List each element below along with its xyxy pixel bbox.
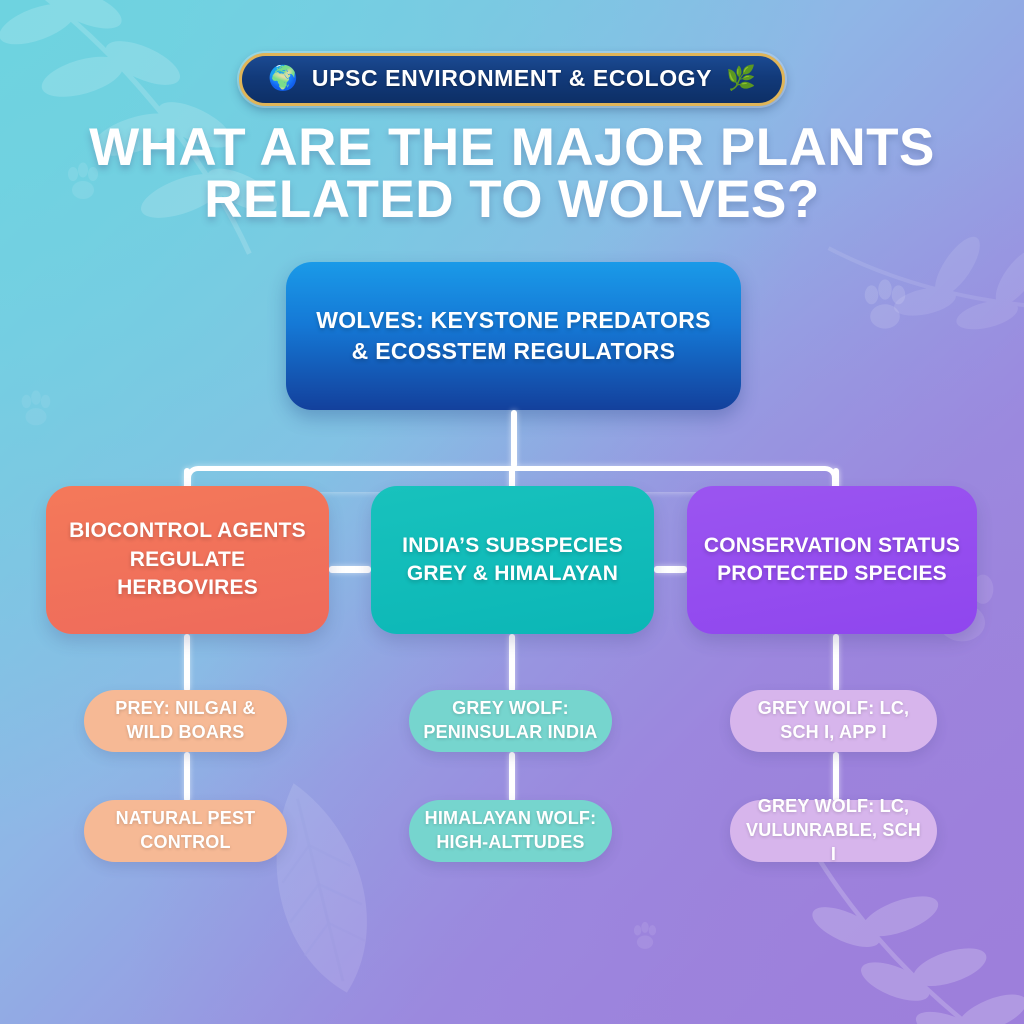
category-card-label: BIOCONTROL AGENTS REGULATE HERBOVIRES bbox=[46, 517, 329, 602]
connector-bracket-to-cat-1 bbox=[184, 468, 190, 490]
connector-cat-1-to-cat-2 bbox=[329, 566, 371, 573]
connector-leaf-1-to-leaf-2 bbox=[833, 752, 839, 802]
banner-title: UPSC ENVIRONMENT & ECOLOGY bbox=[311, 65, 713, 91]
leaf-line-1: GREY WOLF: LC, bbox=[757, 698, 910, 719]
connector-bracket-to-cat-3 bbox=[833, 468, 839, 490]
leaf-node-himalayan-wolf-range[interactable]: HIMALAYAN WOLF: HIGH-ALTTUDES bbox=[409, 800, 612, 862]
root-node-line-2: & ECOSSTEM REGULATORS bbox=[351, 338, 676, 364]
category-card-label: INDIA’S SUBSPECIES GREY & HIMALAYAN bbox=[388, 532, 637, 589]
category-line-1: BIOCONTROL AGENTS bbox=[69, 519, 306, 543]
leaf-line-2: CONTROL bbox=[140, 832, 231, 852]
leaf-node-pest-control[interactable]: NATURAL PEST CONTROL bbox=[84, 800, 287, 862]
leaf-line-1: PREY: NILGAI & bbox=[115, 698, 256, 719]
root-node-line-1: WOLVES: KEYSTONE PREDATORS bbox=[316, 307, 711, 334]
leaf-node-grey-wolf-status[interactable]: GREY WOLF: LC, SCH I, APP I bbox=[730, 690, 937, 752]
paw-print-icon bbox=[633, 921, 657, 949]
page-title-line-2: RELATED TO WOLVES? bbox=[204, 170, 820, 230]
connector-cat-2-to-leaf-1 bbox=[509, 634, 515, 692]
category-line-1: CONSERVATION STATUS bbox=[703, 533, 961, 557]
paw-print-icon bbox=[864, 279, 906, 329]
leaf-node-label: GREY WOLF: PENINSULAR INDIA bbox=[411, 697, 609, 745]
category-line-2: REGULATE HERBOVIRES bbox=[117, 547, 258, 600]
category-line-1: INDIA’S SUBSPECIES bbox=[402, 533, 623, 557]
root-node[interactable]: WOLVES: KEYSTONE PREDATORS & ECOSSTEM RE… bbox=[286, 262, 741, 410]
connector-bracket-to-cat-2 bbox=[509, 468, 515, 490]
category-line-2: GREY & HIMALAYAN bbox=[406, 562, 619, 585]
connector-leaf-1-to-leaf-2 bbox=[509, 752, 515, 802]
category-card-label: CONSERVATION STATUS PROTECTED SPECIES bbox=[690, 532, 974, 589]
connector-cat-2-to-cat-3 bbox=[654, 566, 687, 573]
leaf-line-2: PENINSULAR INDIA bbox=[423, 722, 598, 742]
page-title: WHAT ARE THE MAJOR PLANTS RELATED TO WOL… bbox=[0, 121, 1024, 230]
category-card-biocontrol[interactable]: BIOCONTROL AGENTS REGULATE HERBOVIRES bbox=[46, 486, 329, 634]
leaf-node-label: PREY: NILGAI & WILD BOARS bbox=[103, 697, 267, 745]
category-line-2: PROTECTED SPECIES bbox=[717, 562, 947, 585]
leaf-line-2: SCH I, APP I bbox=[780, 722, 887, 742]
connector-cat-3-to-leaf-1 bbox=[833, 634, 839, 692]
globe-leaf-icon: 🌿 bbox=[726, 64, 757, 92]
leaf-node-grey-wolf-range[interactable]: GREY WOLF: PENINSULAR INDIA bbox=[409, 690, 612, 752]
root-node-label: WOLVES: KEYSTONE PREDATORS & ECOSSTEM RE… bbox=[316, 305, 711, 366]
leaf-node-prey[interactable]: PREY: NILGAI & WILD BOARS bbox=[84, 690, 287, 752]
leaf-line-1: NATURAL PEST bbox=[115, 808, 256, 829]
connector-cat-1-to-leaf-1 bbox=[184, 634, 190, 692]
connector-leaf-1-to-leaf-2 bbox=[184, 752, 190, 802]
paw-print-icon bbox=[21, 390, 51, 426]
globe-icon: 🌍 bbox=[267, 64, 298, 92]
banner-pill: 🌍 UPSC ENVIRONMENT & ECOLOGY 🌿 bbox=[238, 53, 786, 106]
leaf-line-2: WILD BOARS bbox=[126, 722, 245, 742]
leaf-line-2: VULUNRABLE, SCH I bbox=[745, 820, 921, 864]
leaf-node-label: NATURAL PEST CONTROL bbox=[104, 807, 268, 855]
banner: 🌍 UPSC ENVIRONMENT & ECOLOGY 🌿 bbox=[238, 53, 786, 106]
leaf-line-1: GREY WOLF: bbox=[452, 698, 569, 719]
leaf-node-label: GREY WOLF: LC, VULUNRABLE, SCH I bbox=[730, 795, 937, 866]
category-card-conservation[interactable]: CONSERVATION STATUS PROTECTED SPECIES bbox=[687, 486, 977, 634]
leaf-line-2: HIGH-ALTTUDES bbox=[436, 832, 585, 852]
page-title-line-1: WHAT ARE THE MAJOR PLANTS bbox=[89, 118, 935, 177]
leaf-node-himalayan-wolf-status[interactable]: GREY WOLF: LC, VULUNRABLE, SCH I bbox=[730, 796, 937, 864]
leaf-line-1: HIMALAYAN WOLF: bbox=[424, 808, 597, 829]
leaf-node-label: HIMALAYAN WOLF: HIGH-ALTTUDES bbox=[413, 807, 609, 855]
category-card-subspecies[interactable]: INDIA’S SUBSPECIES GREY & HIMALAYAN bbox=[371, 486, 654, 634]
connector-root-to-bracket bbox=[511, 410, 517, 468]
leaf-node-label: GREY WOLF: LC, SCH I, APP I bbox=[746, 697, 921, 745]
leaf-line-1: GREY WOLF: LC, bbox=[757, 796, 910, 817]
